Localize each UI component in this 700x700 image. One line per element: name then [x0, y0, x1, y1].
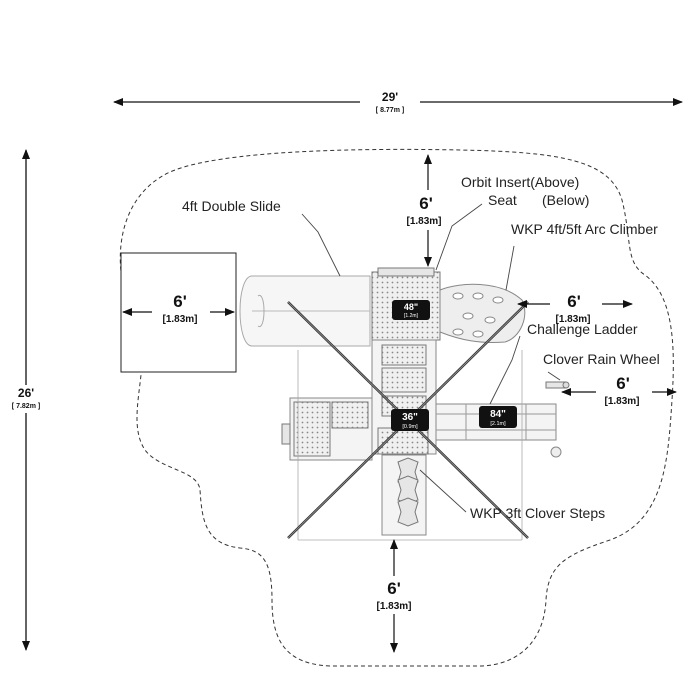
deck-height-48-imperial: 48": [404, 302, 418, 312]
double-slide: [239, 275, 371, 347]
width-imperial: 29': [382, 90, 398, 104]
wheel-clearance-imperial: 6': [616, 374, 630, 393]
width-metric: [ 8.77m ]: [376, 107, 404, 114]
label-clover-steps: WKP 3ft Clover Steps: [470, 505, 605, 521]
top-clearance-metric: [1.83m]: [406, 216, 441, 227]
height-metric: [ 7.82m ]: [12, 403, 40, 410]
left-clearance-imperial: 6': [173, 292, 187, 311]
label-below: (Below): [542, 192, 589, 208]
safety-zone-outline: [119, 148, 674, 667]
deck-height-badge-36: 36" [0.9m]: [391, 409, 429, 431]
overall-width-dimension: 29' [ 8.77m ]: [113, 90, 683, 114]
height-imperial: 26': [18, 386, 34, 400]
clover-steps: [381, 454, 427, 536]
label-rain-wheel: Clover Rain Wheel: [543, 351, 660, 367]
label-arc-climber: WKP 4ft/5ft Arc Climber: [511, 221, 658, 237]
clover-rain-wheel: [545, 381, 570, 389]
deck-height-badge-48: 48" [1.2m]: [392, 300, 430, 320]
wheel-clearance-dimension: 6' [1.83m]: [561, 372, 677, 410]
bottom-clearance-imperial: 6': [387, 579, 401, 598]
bottom-clearance-metric: [1.83m]: [376, 601, 411, 612]
label-double-slide: 4ft Double Slide: [182, 198, 281, 214]
label-challenge-ladder: Challenge Ladder: [527, 321, 638, 337]
left-clearance-metric: [1.83m]: [162, 314, 197, 325]
label-orbit-insert: Orbit Insert(Above): [461, 174, 579, 190]
deck-height-36-imperial: 36": [402, 412, 418, 423]
right-clearance-imperial: 6': [567, 292, 581, 311]
arc-climber: [439, 283, 526, 343]
right-clearance-dimension: 6' [1.83m]: [517, 290, 633, 328]
overall-height-dimension: 26' [ 7.82m ]: [6, 149, 46, 651]
top-clearance-imperial: 6': [419, 194, 433, 213]
callout-leaders: [301, 203, 561, 513]
deck-height-48-metric: [1.2m]: [404, 313, 419, 319]
bottom-clearance-dimension: 6' [1.83m]: [364, 539, 424, 653]
left-clearance-dimension: 6' [1.83m]: [122, 290, 235, 328]
wheel-clearance-metric: [1.83m]: [604, 396, 639, 407]
label-seat: Seat: [488, 192, 517, 208]
support-frame: [297, 350, 523, 541]
deck-height-36-metric: [0.9m]: [402, 424, 418, 430]
left-lower-deck: [281, 397, 373, 461]
deck-height-badge-84: 84" [2.1m]: [479, 406, 517, 428]
right-clearance-metric: [1.83m]: [555, 314, 590, 325]
deck-height-84-imperial: 84": [490, 409, 506, 420]
deck-height-84-metric: [2.1m]: [490, 421, 506, 427]
top-clearance-dimension: 6' [1.83m]: [396, 154, 452, 267]
